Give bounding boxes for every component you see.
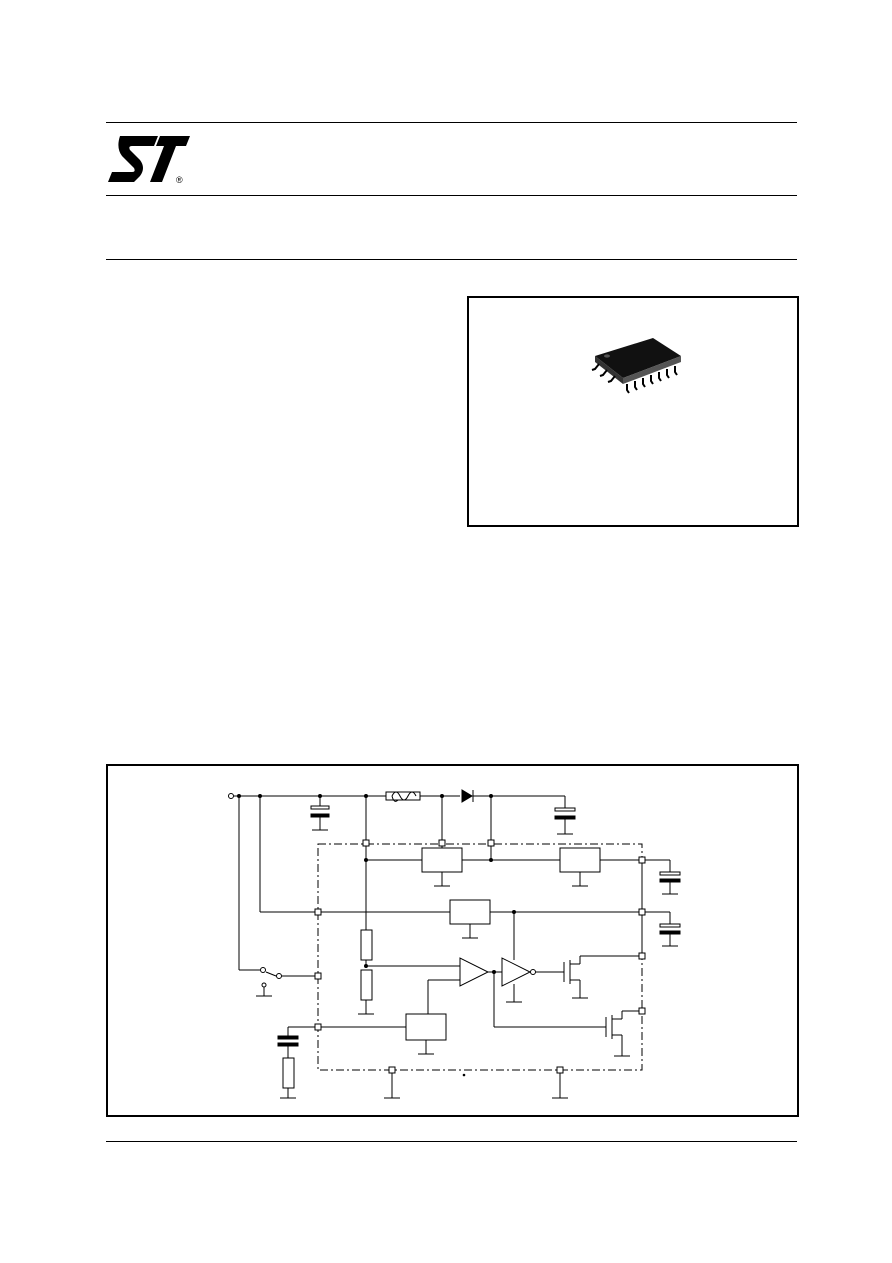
registered-mark: ® bbox=[176, 175, 183, 185]
block-diagram-panel bbox=[106, 764, 799, 1117]
st-logo-icon bbox=[108, 136, 190, 182]
header-rule-upper bbox=[106, 195, 797, 196]
header-rule-lower bbox=[106, 259, 797, 260]
top-rule bbox=[106, 122, 797, 123]
package-panel bbox=[467, 296, 799, 527]
block-diagram-schematic bbox=[228, 789, 681, 1099]
so14-package-icon bbox=[591, 338, 681, 394]
footer-rule bbox=[106, 1141, 797, 1142]
